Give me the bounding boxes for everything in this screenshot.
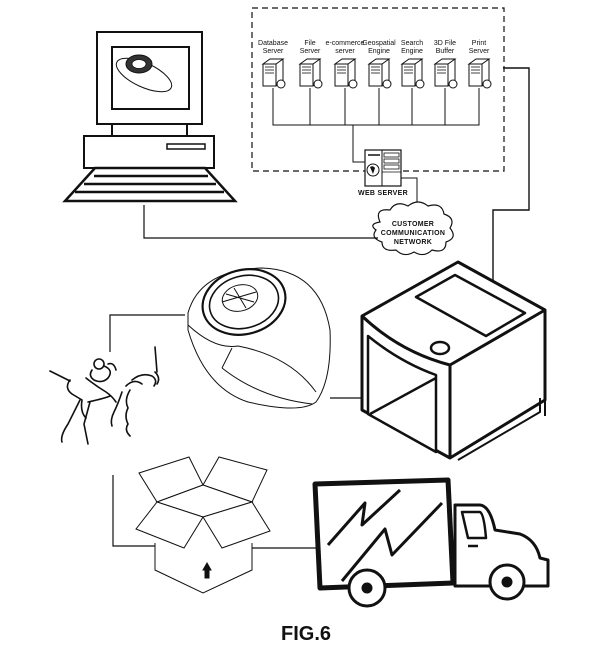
server-label-line1: Print: [472, 40, 486, 47]
shipping-box: [135, 456, 271, 594]
ring-gem: [201, 268, 287, 336]
server-row: DatabaseServerFileServere-commerceserver…: [258, 40, 492, 100]
server-label-line1: e-commerce: [326, 40, 365, 47]
connector-webserver-network: [401, 177, 418, 212]
server-bus: [272, 100, 480, 163]
connector-printserver-printer: [492, 67, 530, 280]
server-label-line2: server: [335, 48, 355, 55]
server-label-line1: File: [304, 40, 315, 47]
server-label-line2: Server: [300, 48, 321, 55]
customer-computer: [62, 31, 238, 203]
connector-finishing-box: [112, 475, 155, 547]
server-label-line2: Engine: [401, 48, 423, 55]
figure-caption: FIG.6: [281, 623, 331, 645]
globe-icon: [382, 79, 392, 89]
credit-card-icon: [348, 79, 358, 89]
truck-wheel-front: [488, 563, 526, 601]
server-label-line2: Engine: [368, 48, 390, 55]
up-arrow-icon: [202, 561, 212, 579]
server-label-line1: 3D File: [434, 40, 456, 47]
printer-button: [429, 340, 451, 356]
server-label-line1: Database: [258, 40, 288, 47]
web-server: WEB SERVER: [358, 149, 408, 197]
network-label-line2: COMMUNICATION: [381, 230, 445, 237]
server-label-line1: Geospatial: [362, 40, 396, 47]
monitor-screen: [111, 46, 190, 110]
connector-ring-finishing: [109, 314, 185, 352]
connector-computer-network: [143, 205, 378, 239]
web-server-label: WEB SERVER: [358, 190, 408, 197]
keyboard-icon: [415, 79, 425, 89]
truck-wheel-rear: [347, 568, 387, 608]
server-label-line2: Buffer: [436, 48, 455, 55]
network-label-line1: CUSTOMER: [392, 221, 434, 228]
network-label-line3: NETWORK: [394, 239, 432, 246]
file-document-icon: [313, 79, 323, 89]
server-label-line2: Server: [263, 48, 284, 55]
server-farm-boundary: [251, 7, 505, 172]
finishing-craftsman: [49, 346, 160, 445]
server-label-line2: Server: [469, 48, 490, 55]
class-ring: [187, 267, 331, 409]
3d-printer: [360, 260, 547, 461]
printer-icon: [482, 79, 492, 89]
delivery-truck: [312, 477, 550, 608]
database-cylinder-icon: [276, 79, 286, 89]
server-label-line1: Search: [401, 40, 423, 47]
communication-network-cloud: CUSTOMER COMMUNICATION NETWORK: [372, 201, 454, 256]
disk-icon: [448, 79, 458, 89]
